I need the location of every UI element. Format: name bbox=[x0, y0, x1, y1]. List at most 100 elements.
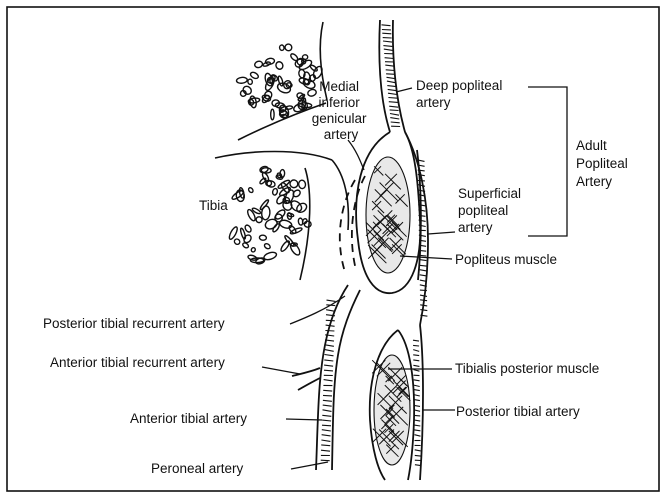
vessel-wall-hatch-mark bbox=[420, 300, 427, 301]
tibia-bone-speckle bbox=[259, 235, 267, 241]
vessel-wall-hatch-mark bbox=[418, 185, 425, 187]
vessel-wall-hatch-mark bbox=[387, 86, 396, 87]
tibioperoneal-trunk-right-wall bbox=[332, 290, 360, 470]
vessel-wall-hatch-mark bbox=[321, 440, 330, 441]
tibia-bone-speckle bbox=[228, 226, 239, 241]
leader-medial-inferior-genicular bbox=[348, 140, 364, 170]
tibia-bone-speckle bbox=[279, 219, 293, 230]
vessel-wall-hatch-mark bbox=[414, 380, 420, 381]
tibia-bone-speckle bbox=[246, 209, 256, 222]
medial-inferior-genicular-dashed-2 bbox=[352, 176, 365, 270]
svg-text:Adult Popliteal Ar: Adult Popliteal Artery bbox=[576, 138, 632, 189]
tibia-bone-speckle bbox=[289, 179, 298, 188]
anterior-tibial-recurrent-branch-2 bbox=[298, 378, 320, 390]
vessel-wall-hatch-mark bbox=[414, 420, 420, 421]
vessel-wall-hatch-mark bbox=[322, 415, 331, 416]
label-peroneal: Peroneal artery bbox=[151, 461, 244, 476]
vessel-wall-hatch-mark bbox=[321, 460, 330, 461]
label-medial-inferior-genicular-3: genicular bbox=[312, 111, 367, 126]
label-deep-popliteal-1: Deep popliteal bbox=[416, 78, 502, 93]
vessel-wall-hatch-mark bbox=[327, 300, 336, 301]
label-posterior-tibial-recurrent: Posterior tibial recurrent artery bbox=[43, 316, 225, 331]
vessel-wall-hatch-mark bbox=[322, 420, 331, 421]
tibia-bone-speckle bbox=[263, 251, 277, 261]
femur-bone-speckle bbox=[297, 93, 304, 99]
tibia-bone-speckle bbox=[259, 199, 269, 210]
vessel-wall-hatch-mark bbox=[382, 33, 391, 34]
vessel-wall-hatch-mark bbox=[420, 295, 427, 296]
vessel-wall-hatch-mark bbox=[385, 58, 394, 59]
label-adult-popliteal-3: Artery bbox=[576, 174, 612, 189]
label-anterior-tibial: Anterior tibial artery bbox=[130, 411, 247, 426]
tibia-bone-speckle bbox=[272, 188, 278, 196]
femur-bone-speckle bbox=[249, 71, 259, 80]
leader-peroneal bbox=[291, 462, 328, 469]
vessel-wall-hatch-mark bbox=[324, 360, 333, 361]
tibia-bone-speckle bbox=[298, 180, 306, 189]
label-posterior-tibial: Posterior tibial artery bbox=[456, 404, 580, 419]
vessel-wall-hatch-mark bbox=[382, 25, 391, 26]
labels: Medial inferior genicular artery Deep po… bbox=[43, 78, 632, 476]
vessel-wall-hatch-mark bbox=[414, 415, 420, 416]
vessel-wall-hatch-mark bbox=[420, 310, 427, 311]
vessel-wall-hatch-mark bbox=[389, 102, 398, 103]
vessel-wall-hatch-mark bbox=[388, 89, 397, 90]
vessel-wall-hatch-mark bbox=[322, 425, 331, 426]
femur-bone-speckle bbox=[247, 79, 252, 85]
tibia-bone-speckle bbox=[244, 224, 252, 233]
leader-superficial-popliteal bbox=[428, 232, 455, 234]
label-adult-popliteal-1: Adult bbox=[576, 138, 607, 153]
femur-bone-speckle bbox=[254, 60, 263, 68]
vessel-wall-hatch-mark bbox=[415, 465, 421, 466]
vessel-wall-hatch-mark bbox=[390, 110, 399, 111]
label-deep-popliteal-2: artery bbox=[416, 95, 451, 110]
vessel-wall-hatch-mark bbox=[385, 65, 394, 66]
leader-anterior-tibial bbox=[286, 419, 322, 420]
vessel-wall-hatch-mark bbox=[420, 305, 427, 306]
femur-bone-speckle bbox=[275, 61, 284, 71]
posterior-tibial-artery-wall bbox=[420, 325, 423, 480]
vessel-wall-hatch-mark bbox=[415, 450, 421, 451]
vessel-wall-hatch-mark bbox=[419, 255, 426, 256]
vessel-wall-hatch-mark bbox=[413, 345, 419, 346]
label-medial-inferior-genicular-2: inferior bbox=[318, 95, 360, 110]
vessel-wall-hatch-mark bbox=[321, 450, 330, 451]
label-superficial-popliteal-2: popliteal bbox=[458, 203, 508, 218]
vessel-wall-hatch-mark bbox=[413, 365, 419, 366]
label-superficial-popliteal-1: Superficial bbox=[458, 186, 521, 201]
vessel-wall-hatch-mark bbox=[323, 395, 332, 396]
vessel-wall-hatch-mark bbox=[383, 46, 392, 47]
label-tibia: Tibia bbox=[199, 198, 228, 213]
femur-bone-speckle bbox=[242, 85, 253, 96]
tibia-bone-speckle bbox=[251, 247, 256, 253]
vessel-wall-hatch-mark bbox=[414, 425, 420, 426]
vessel-wall-hatch-mark bbox=[325, 350, 334, 352]
vessel-wall-hatch-mark bbox=[323, 410, 332, 412]
tibia-bone-speckle bbox=[247, 254, 257, 261]
vessel-wall-hatch-mark bbox=[324, 365, 333, 366]
vessel-wall-hatch-mark bbox=[414, 385, 420, 386]
tibia-bone-speckle bbox=[263, 243, 271, 250]
anterior-tibial-recurrent-branch bbox=[292, 368, 320, 376]
femur-bone-speckle bbox=[284, 43, 293, 52]
label-medial-inferior-genicular-1: Medial bbox=[319, 79, 359, 94]
leader-posterior-tibial-recurrent bbox=[290, 296, 345, 324]
label-tibialis-posterior: Tibialis posterior muscle bbox=[455, 361, 599, 376]
vessel-wall-hatch-mark bbox=[414, 430, 420, 431]
vessel-wall-hatch-mark bbox=[418, 200, 425, 201]
vessel-wall-hatch-mark bbox=[414, 370, 420, 372]
femur-bone-speckle bbox=[236, 77, 247, 84]
vessel-wall-hatch-mark bbox=[324, 370, 333, 371]
vessel-wall-hatch-mark bbox=[420, 290, 427, 291]
vessel-wall-hatch-mark bbox=[415, 435, 421, 437]
vessel-wall-hatch-mark bbox=[326, 325, 335, 326]
vessel-wall-hatch-mark bbox=[390, 118, 399, 119]
vessel-wall-hatch-mark bbox=[323, 405, 332, 406]
label-popliteus-muscle: Popliteus muscle bbox=[455, 252, 557, 267]
femur-bone-speckle bbox=[307, 88, 317, 97]
femur-bone-speckle bbox=[271, 109, 274, 120]
vessel-wall-hatch-mark bbox=[420, 270, 427, 271]
vessel-wall-hatch-mark bbox=[384, 49, 393, 50]
vessel-wall-hatch-mark bbox=[325, 331, 334, 332]
